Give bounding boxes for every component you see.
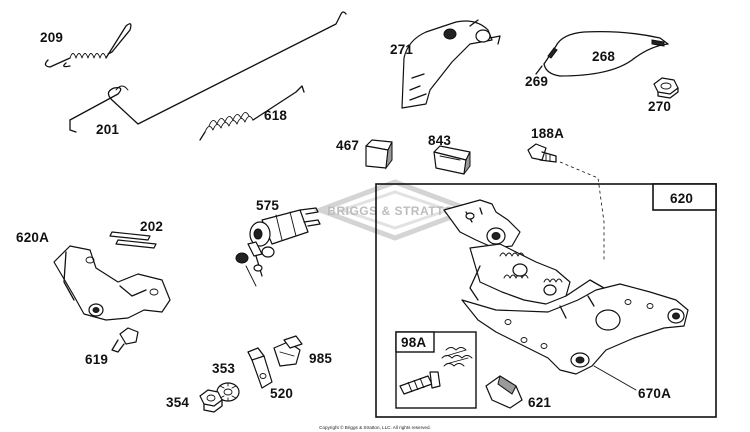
callout-271: 271 (390, 42, 413, 57)
part-620A-control-bracket (53, 245, 171, 321)
callout-575: 575 (256, 198, 279, 213)
callout-670A: 670A (638, 386, 671, 401)
subassembly-98A-tag (395, 331, 435, 353)
part-202-clip (109, 231, 157, 249)
callout-268: 268 (592, 49, 615, 64)
callout-467: 467 (336, 138, 359, 153)
callout-520: 520 (270, 386, 293, 401)
part-621-clip (485, 375, 523, 409)
part-209-spring (44, 23, 132, 68)
leader-line-188A (559, 161, 605, 262)
callout-98A: 98A (401, 335, 426, 350)
callout-620: 620 (670, 191, 693, 206)
callout-620A: 620A (16, 230, 49, 245)
copyright-notice: Copyright © Briggs & Stratton, LLC. All … (319, 424, 431, 430)
part-520-terminal (247, 347, 273, 389)
part-268-cable (535, 30, 669, 77)
callout-985: 985 (309, 351, 332, 366)
subassembly-98A-frame (395, 331, 477, 409)
callout-618: 618 (264, 108, 287, 123)
part-270-hex-nut (653, 77, 679, 99)
part-620-bracket-assembly (443, 199, 689, 375)
callout-209: 209 (40, 30, 63, 45)
callout-353: 353 (212, 361, 235, 376)
part-201-link-rod (69, 11, 347, 133)
assembly-620-frame (375, 183, 717, 418)
callout-621: 621 (528, 395, 551, 410)
callout-202: 202 (140, 219, 163, 234)
part-618-spring (199, 85, 305, 141)
callout-201: 201 (96, 122, 119, 137)
briggs-stratton-watermark-logo: BRIGGS & STRATTON (312, 179, 478, 241)
callout-188A: 188A (531, 126, 564, 141)
part-188A-screw (527, 143, 557, 163)
callout-354: 354 (166, 395, 189, 410)
part-467-block (365, 139, 393, 170)
part-98A-spring-and-plug (399, 347, 473, 395)
part-271-control-lever (401, 19, 501, 109)
watermark-text: BRIGGS & STRATTON (327, 204, 462, 218)
part-354-hex-nut (199, 389, 223, 413)
callout-619: 619 (85, 352, 108, 367)
callout-269: 269 (525, 74, 548, 89)
part-575-key-switch (235, 207, 321, 287)
leader-line-670A (593, 365, 637, 391)
part-843-boot (433, 145, 471, 175)
callout-270: 270 (648, 99, 671, 114)
assembly-620-tag (652, 183, 717, 211)
part-985-connector (273, 335, 303, 367)
callout-843: 843 (428, 133, 451, 148)
part-619-bolt (111, 327, 139, 353)
